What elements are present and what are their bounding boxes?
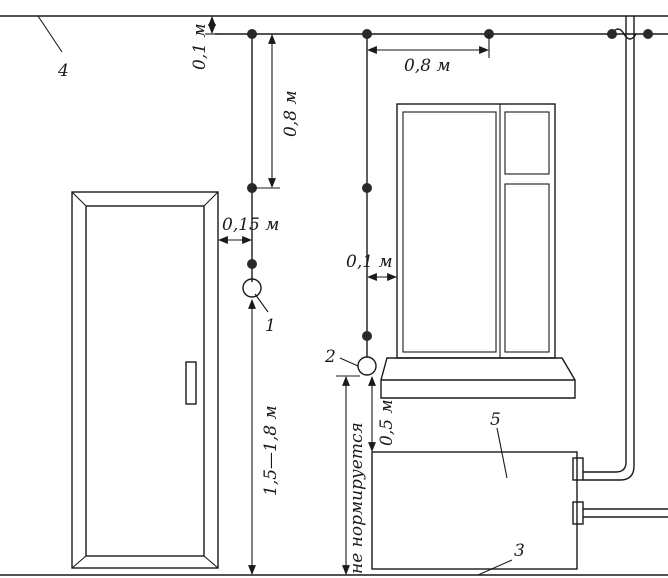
junction-point [247, 29, 257, 39]
junction-point [362, 183, 372, 193]
heater-pipe [583, 16, 635, 481]
heater-fitting [572, 501, 584, 525]
dim-label-outlet-height: не нормируется [347, 422, 367, 574]
callout-1: 1 [265, 316, 276, 336]
door-frame [71, 191, 219, 569]
window-sill [380, 357, 576, 399]
door-handle [185, 361, 197, 405]
water-heater [371, 451, 578, 570]
door-panel [85, 205, 205, 557]
callout-5: 5 [490, 410, 501, 430]
heater-fitting [572, 457, 584, 481]
dim-label-outlet-heater: 0,5 м [377, 399, 397, 446]
callout-leader-4 [37, 15, 63, 53]
door-bevel [203, 191, 219, 207]
switch-symbol [242, 278, 262, 298]
door-bevel [71, 555, 87, 569]
door-bevel [203, 555, 219, 569]
dim-label-vertical: 0,8 м [281, 90, 301, 137]
callout-leader-3 [477, 559, 513, 576]
door-bevel [71, 191, 87, 207]
dim-label-horizontal: 0,8 м [404, 56, 451, 76]
wire-bend [611, 28, 637, 40]
window-pane-left [402, 111, 497, 353]
dim-label-window-gap: 0,1 м [346, 252, 393, 272]
callout-2: 2 [324, 347, 336, 367]
junction-point [247, 259, 257, 269]
callout-4: 4 [57, 61, 69, 81]
heater-pipe [583, 16, 627, 473]
window-frame [396, 103, 556, 359]
window-pane-bottom-right [504, 183, 550, 353]
callout-leader-1 [254, 293, 269, 313]
callout-3: 3 [514, 541, 525, 561]
junction-point [607, 29, 617, 39]
dim-label-switch-height: 1,5—1,8 м [261, 405, 281, 496]
dim-label-ceiling-gap: 0,1 м [190, 23, 210, 70]
callout-leader-2 [339, 357, 359, 367]
outlet-symbol [357, 356, 377, 376]
junction-point [362, 331, 372, 341]
callout-leader-5 [496, 427, 508, 479]
window-pane-top-right [504, 111, 550, 175]
junction-point [362, 29, 372, 39]
junction-point [643, 29, 653, 39]
dim-label-door-gap: 0,15 м [222, 215, 279, 235]
